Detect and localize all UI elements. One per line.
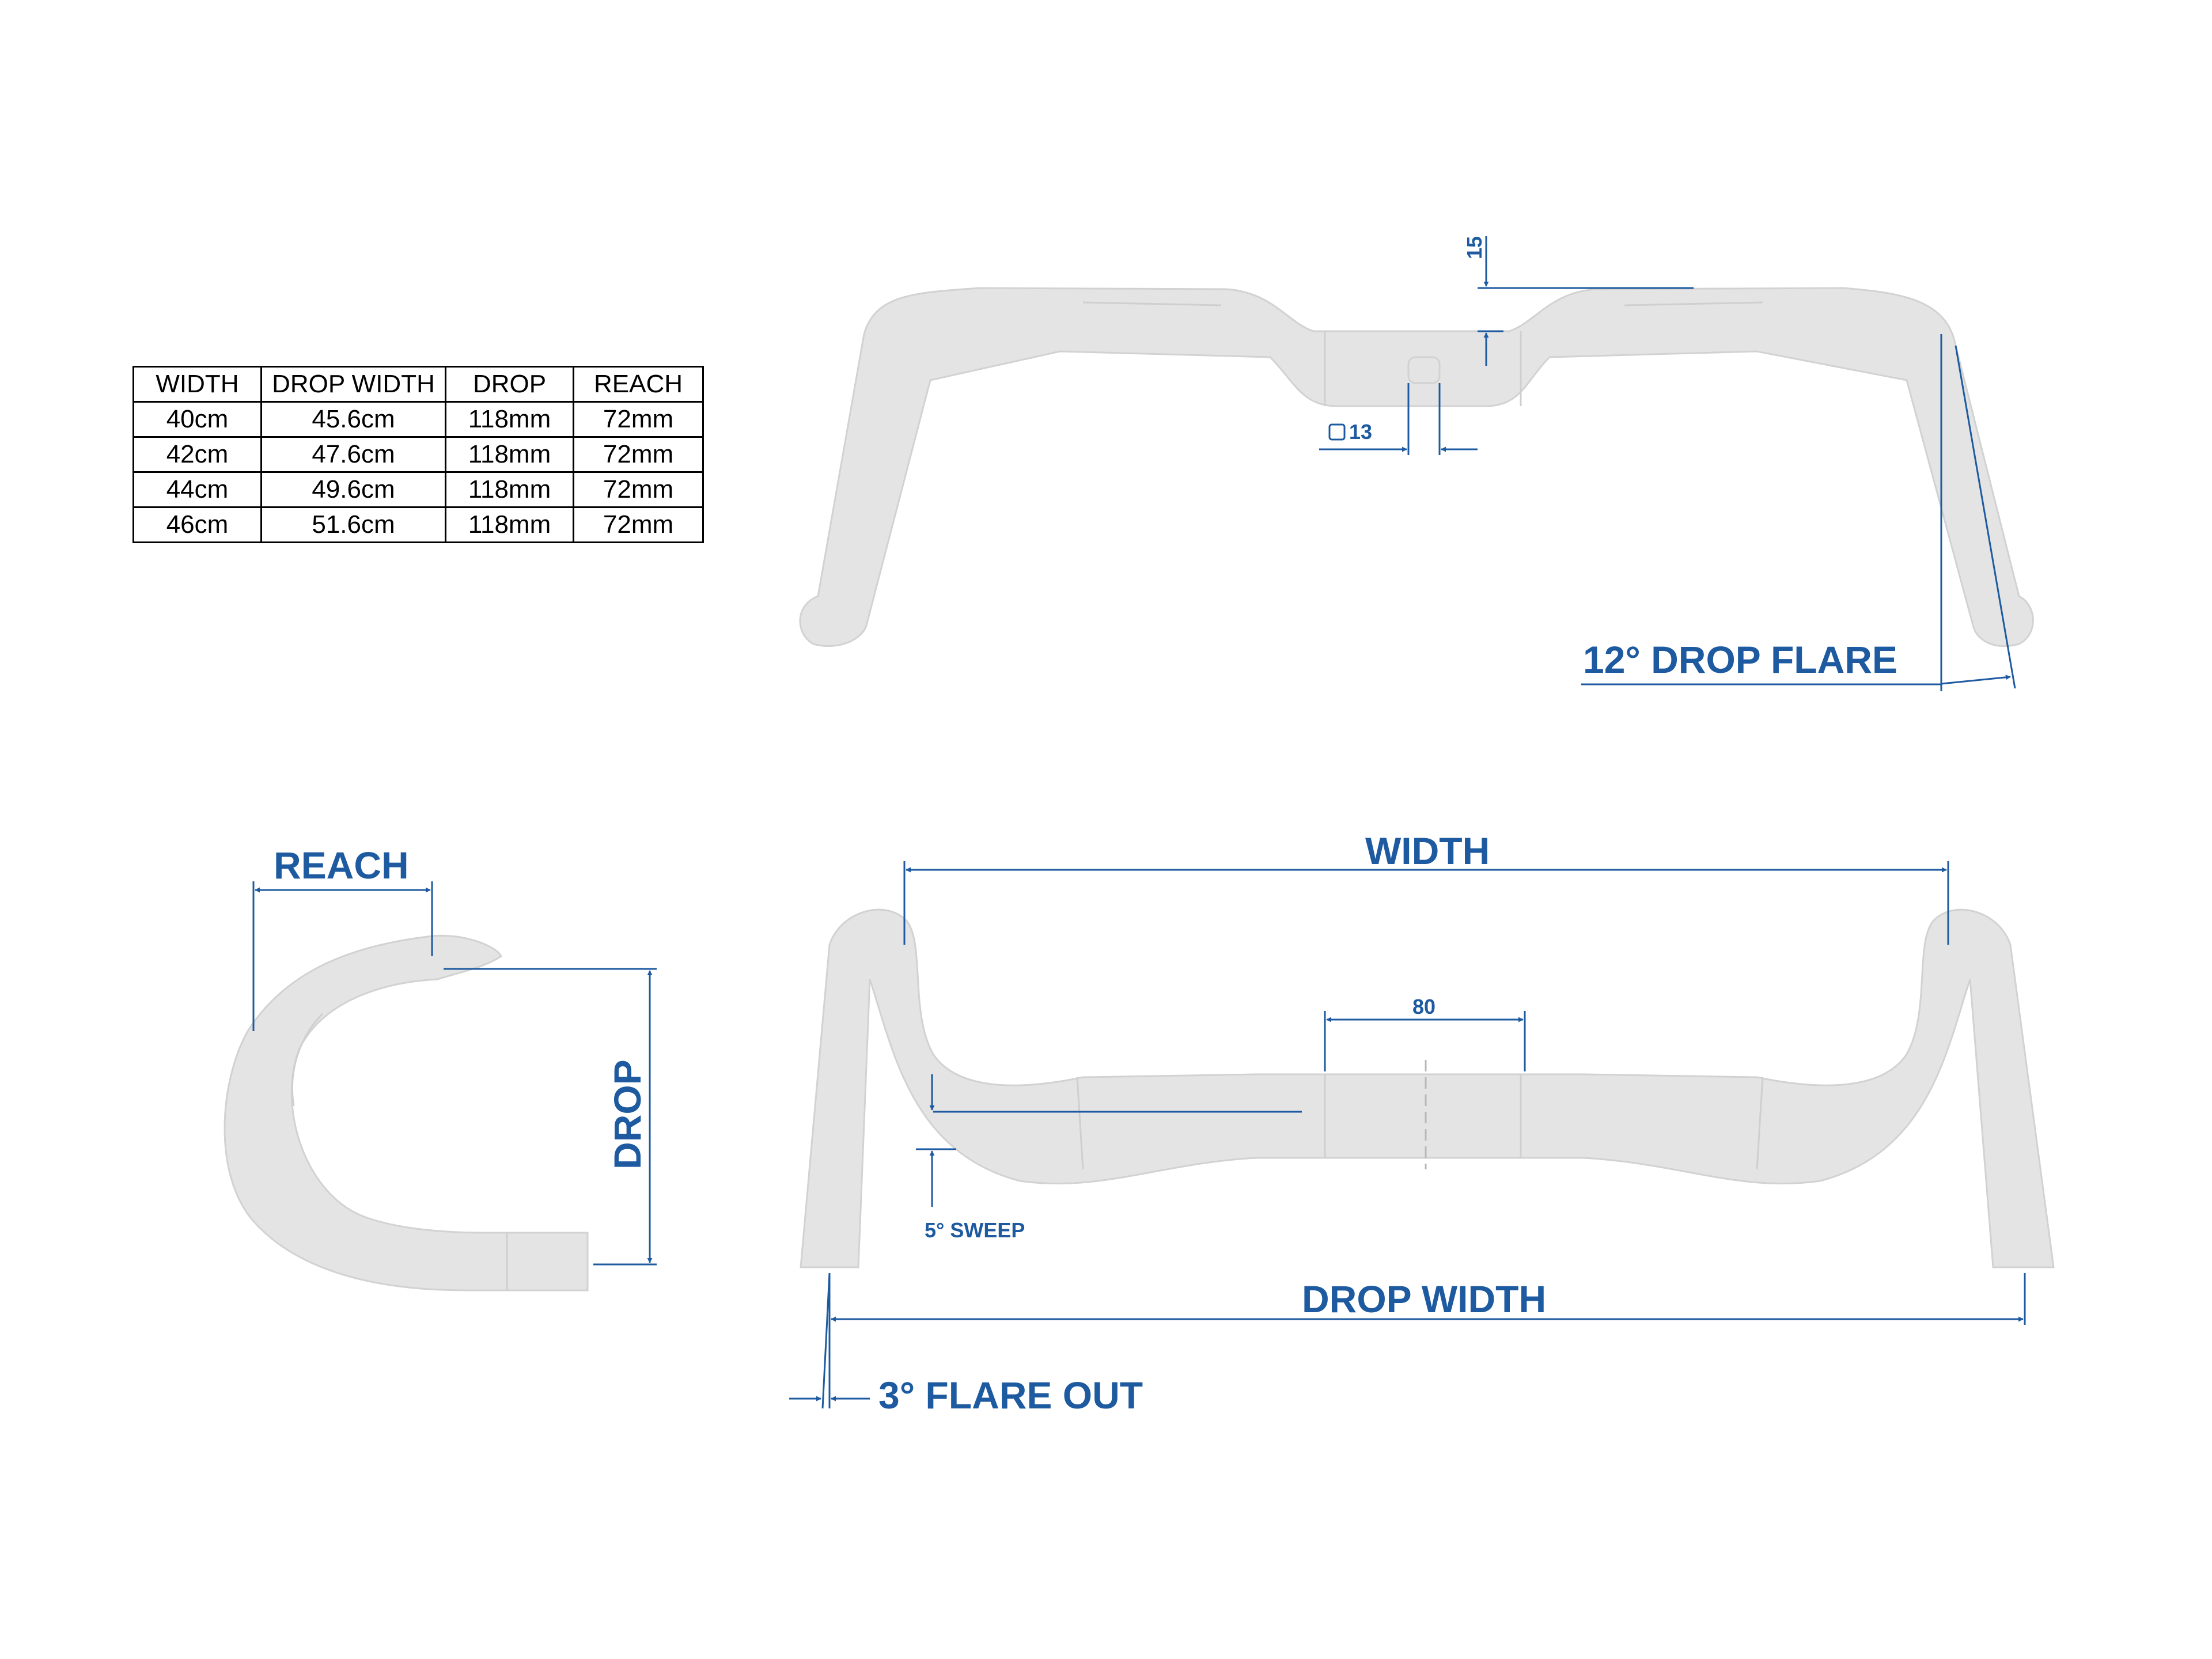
cell-width: 40cm — [132, 401, 262, 438]
square-section-icon — [1328, 423, 1346, 441]
sweep-label: 5° SWEEP — [925, 1218, 1025, 1242]
width-dimension: WIDTH — [903, 830, 1949, 945]
cell-drop-width: 51.6cm — [260, 506, 446, 543]
front-view-seam — [1082, 301, 1763, 406]
drop-width-dimension: DROP WIDTH — [828, 1273, 2026, 1325]
header-width: WIDTH — [132, 366, 262, 403]
header-drop: DROP — [445, 366, 574, 403]
header-drop-width: DROP WIDTH — [260, 366, 446, 403]
flare-out-dimension: 3° FLARE OUT — [789, 1272, 1143, 1416]
front-view-handlebar — [799, 287, 2034, 647]
cell-reach: 72mm — [573, 506, 704, 543]
cell-drop: 118mm — [445, 401, 574, 438]
drop-width-label: DROP WIDTH — [1302, 1278, 1546, 1320]
clamp-width-label: 80 — [1412, 995, 1435, 1018]
cell-reach: 72mm — [573, 436, 704, 473]
drop-flare-angle-line — [1955, 345, 2016, 689]
cell-drop: 118mm — [445, 436, 574, 473]
top-view-handlebar — [800, 908, 2055, 1268]
cell-width: 44cm — [132, 471, 262, 508]
clamp-flat-label: 13 — [1349, 420, 1372, 444]
cell-reach: 72mm — [573, 471, 704, 508]
rise-dimension: 15 — [1463, 236, 1694, 366]
sweep-dimension: 5° SWEEP — [916, 1074, 1302, 1242]
clamp-flat-dimension: 13 — [1319, 383, 1478, 455]
flare-out-label: 3° FLARE OUT — [878, 1374, 1143, 1416]
header-reach: REACH — [573, 366, 704, 403]
drop-label: DROP — [606, 1059, 649, 1169]
top-view — [800, 908, 2055, 1268]
table-row: 44cm 49.6cm 118mm 72mm — [132, 471, 704, 508]
cell-drop-width: 49.6cm — [260, 471, 446, 508]
side-view-handlebar — [224, 934, 589, 1291]
rise-label: 15 — [1463, 236, 1486, 259]
spec-table-header: WIDTH DROP WIDTH DROP REACH — [132, 366, 704, 403]
front-view — [799, 287, 2034, 647]
flare-out-angle-line — [821, 1272, 831, 1409]
cell-drop-width: 45.6cm — [260, 401, 446, 438]
drop-flare-arrow — [1941, 675, 2011, 685]
reach-dimension: REACH — [252, 844, 433, 1031]
cell-drop: 118mm — [445, 506, 574, 543]
side-view-seam — [291, 1013, 508, 1290]
table-row: 40cm 45.6cm 118mm 72mm — [132, 401, 704, 438]
top-view-seam — [1076, 1074, 1764, 1170]
drop-dimension: DROP — [444, 968, 657, 1266]
cell-drop-width: 47.6cm — [260, 436, 446, 473]
cell-drop: 118mm — [445, 471, 574, 508]
front-view-clamp-window — [1407, 356, 1441, 384]
clamp-width-dimension: 80 — [1324, 995, 1526, 1071]
reach-label: REACH — [274, 844, 409, 887]
cell-width: 42cm — [132, 436, 262, 473]
width-label: WIDTH — [1365, 830, 1490, 872]
cell-width: 46cm — [132, 506, 262, 543]
side-view — [224, 934, 589, 1291]
spec-table: WIDTH DROP WIDTH DROP REACH 40cm 45.6cm … — [132, 366, 704, 543]
table-row: 46cm 51.6cm 118mm 72mm — [132, 506, 704, 543]
drop-flare-dimension: 12° DROP FLARE — [1581, 334, 2016, 691]
table-row: 42cm 47.6cm 118mm 72mm — [132, 436, 704, 473]
drop-flare-label: 12° DROP FLARE — [1583, 638, 1897, 681]
cell-reach: 72mm — [573, 401, 704, 438]
